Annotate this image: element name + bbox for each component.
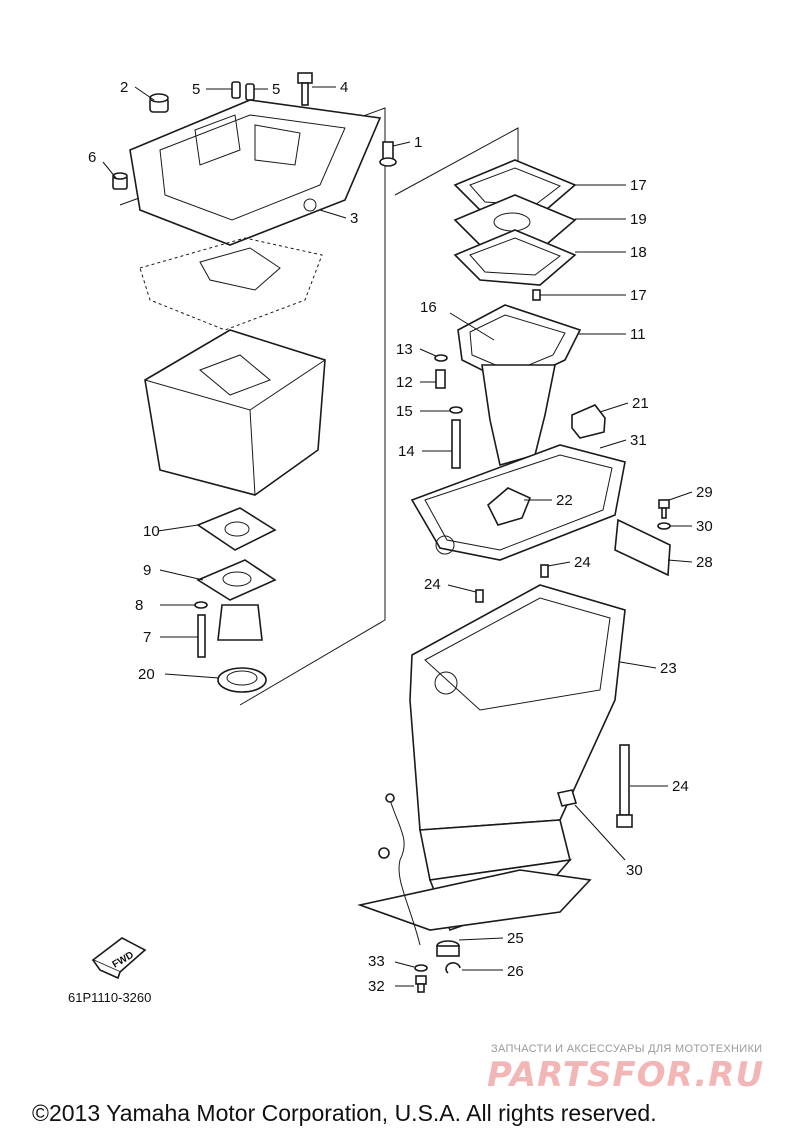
- callout-26: 26: [507, 963, 524, 980]
- part-29-washer: [657, 522, 671, 530]
- callout-6: 6: [88, 149, 96, 166]
- callouts: 2 5 5 4 1 6 3 10 9 8 7 20 17 19 18 17 16: [88, 79, 713, 995]
- diagram-code: 61P1110-3260: [68, 990, 152, 1005]
- watermark-caption: ЗАПЧАСТИ И АКСЕССУАРЫ ДЛЯ МОТОТЕХНИКИ: [491, 1043, 763, 1055]
- part-21-seal: [487, 487, 532, 526]
- part-20-damper: [571, 404, 606, 439]
- callout-23: 24: [672, 778, 689, 795]
- part-6-plug: [112, 172, 128, 190]
- callout-22: 23: [660, 660, 677, 677]
- part-4-bolt: [297, 72, 313, 106]
- part-3-exhaust-manifold: [129, 99, 382, 246]
- part-5-dowel-pin-b: [245, 83, 255, 101]
- part-13-washer: [434, 354, 448, 362]
- callout-32: 32: [368, 978, 385, 995]
- part-25-nut: [436, 940, 460, 957]
- part-12-bolt: [435, 369, 446, 389]
- part-9-bolt: [197, 614, 206, 658]
- callout-33: 33: [368, 953, 385, 970]
- callout-5-a: 5: [192, 81, 200, 98]
- watermark-logo: PARTSFOR.RU: [487, 1055, 765, 1095]
- part-24-dowel-a: [540, 564, 549, 578]
- part-32-bolt: [415, 975, 427, 993]
- callout-30: 30: [626, 862, 643, 879]
- part-19-oil-seal: [217, 667, 267, 693]
- callout-19: 20: [138, 666, 155, 683]
- callout-7: 9: [143, 562, 151, 579]
- part-1-bolt: [379, 141, 397, 167]
- part-7-housing: [196, 559, 277, 641]
- callout-21: 22: [556, 492, 573, 509]
- callout-16-a: 17: [630, 287, 647, 304]
- part-23-bolt: [616, 744, 633, 828]
- callout-17-b: 18: [630, 244, 647, 261]
- part-8-gasket: [196, 507, 277, 551]
- part-28-bolt: [658, 499, 670, 519]
- callout-16-b: 16: [420, 299, 437, 316]
- callout-9: 7: [143, 629, 151, 646]
- callout-25: 25: [507, 930, 524, 947]
- callout-24-a: 24: [574, 554, 591, 571]
- callout-15: 15: [396, 403, 413, 420]
- callout-8: 10: [143, 523, 160, 540]
- ground-wire: [389, 799, 421, 946]
- callout-12: 12: [396, 374, 413, 391]
- anti-cavitation-plate: [357, 869, 592, 931]
- callout-27: 28: [696, 554, 713, 571]
- part-24-dowel-b: [475, 589, 484, 603]
- part-26-clip: [445, 962, 461, 974]
- part-8-gasket-hole: [224, 521, 250, 537]
- callout-29: 30: [696, 518, 713, 535]
- part-27-plate: [614, 518, 671, 577]
- callout-3: 3: [350, 210, 358, 227]
- part-18-plate: [453, 194, 577, 251]
- callout-11: 11: [630, 326, 646, 343]
- callout-31: 31: [630, 432, 647, 449]
- callout-28: 29: [696, 484, 713, 501]
- part-11-upper-casing: [457, 304, 582, 467]
- fwd-arrow-icon: [91, 937, 147, 980]
- callout-20: 21: [632, 395, 649, 412]
- part-10-washer: [194, 601, 208, 609]
- oil-pan: [144, 329, 326, 496]
- callout-13: 13: [396, 341, 413, 358]
- callout-4: 4: [340, 79, 348, 96]
- callout-24-b: 24: [424, 576, 441, 593]
- callout-17-a: 17: [630, 177, 647, 194]
- copyright-notice: ©2013 Yamaha Motor Corporation, U.S.A. A…: [32, 1100, 657, 1126]
- part-14-bolt: [451, 419, 461, 469]
- callout-5-b: 5: [272, 81, 280, 98]
- part-16-pin-a: [532, 289, 541, 301]
- callout-1: 1: [414, 134, 422, 151]
- part-5-dowel-pin-a: [231, 81, 241, 99]
- manifold-gasket: [139, 237, 323, 331]
- manifold-gasket-window: [199, 247, 281, 291]
- part-2-plug: [149, 93, 169, 113]
- callout-2: 2: [120, 79, 128, 96]
- callout-10: 8: [135, 597, 143, 614]
- part-33-washer: [414, 964, 428, 972]
- part-30-anode: [556, 789, 578, 807]
- part-15-washer: [449, 406, 463, 414]
- callout-18: 19: [630, 211, 647, 228]
- callout-14: 14: [398, 443, 415, 460]
